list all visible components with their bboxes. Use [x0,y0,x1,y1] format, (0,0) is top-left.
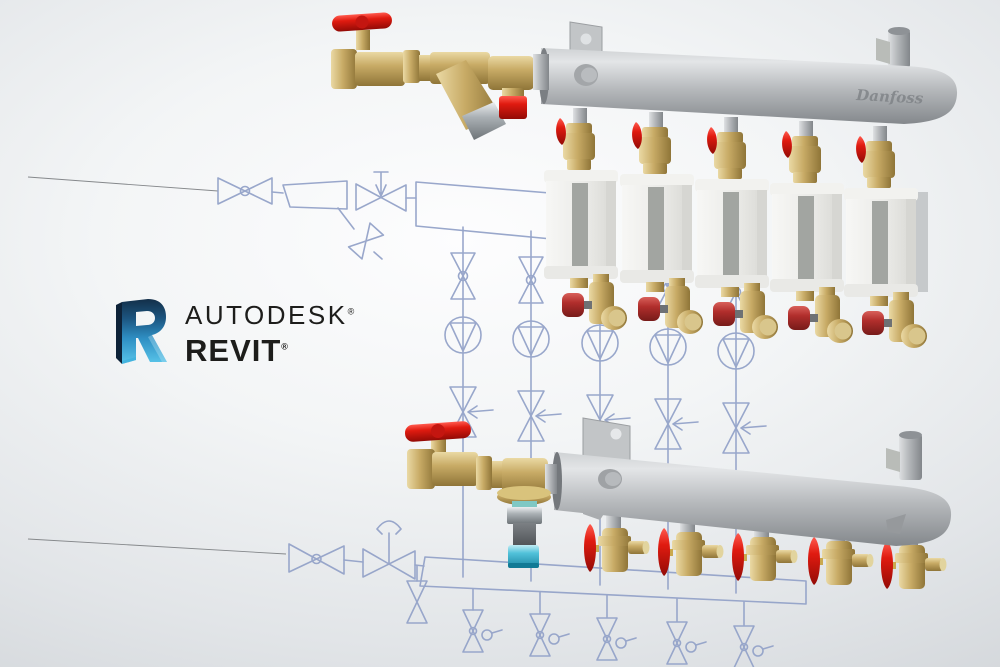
red-t-handle [332,12,392,32]
schematic-return-line [288,520,807,667]
revit-logo: AUTODESK® REVIT® [112,296,354,366]
danfoss-brand-text: Danfoss [855,86,924,108]
revit-wordmark: REVIT® [185,333,288,368]
schematic-lockshield-valve [462,609,503,653]
supply-inlet-assembly [331,12,549,140]
leader-line-bottom [27,538,287,555]
registered-mark: ® [347,306,355,317]
ball-valve-body [331,49,357,89]
registered-mark: ® [281,341,288,352]
autodesk-wordmark: AUTODESK® [185,300,355,330]
supply-circuits [544,108,927,348]
leader-line-top [27,176,219,192]
schematic-lockshield-valve [596,617,637,661]
red-t-handle [404,421,471,442]
revit-r-icon [116,299,167,364]
schematic-lockshield-valve [666,621,707,665]
manifold-stub-pipe [888,30,910,68]
tee-fitting [502,458,548,494]
schematic-lockshield-valve [529,613,570,657]
ball-valve-body [407,449,435,489]
return-manifold-assembly [404,417,952,589]
strainer-cap [462,102,506,140]
schematic-lockshield-valve [733,625,774,667]
supply-circuit [844,126,927,348]
schematic-supply-line [217,171,563,260]
flange [497,486,551,500]
bracket-hole [580,33,592,45]
supply-manifold-body [541,48,958,124]
supply-circuit [770,121,853,343]
logo-wordmark: AUTODESK® REVIT® [185,296,354,366]
flow-meter [508,545,539,568]
return-manifold-body [554,452,952,546]
bracket-hole [610,428,622,440]
drain-cap [499,96,527,119]
manifold-stub-pipe [899,434,922,480]
schematic-riser [444,226,494,578]
supply-manifold-assembly: Danfoss [331,12,958,348]
tee-fitting [488,56,534,90]
supply-circuit [544,108,627,330]
return-inlet-assembly [404,421,557,568]
